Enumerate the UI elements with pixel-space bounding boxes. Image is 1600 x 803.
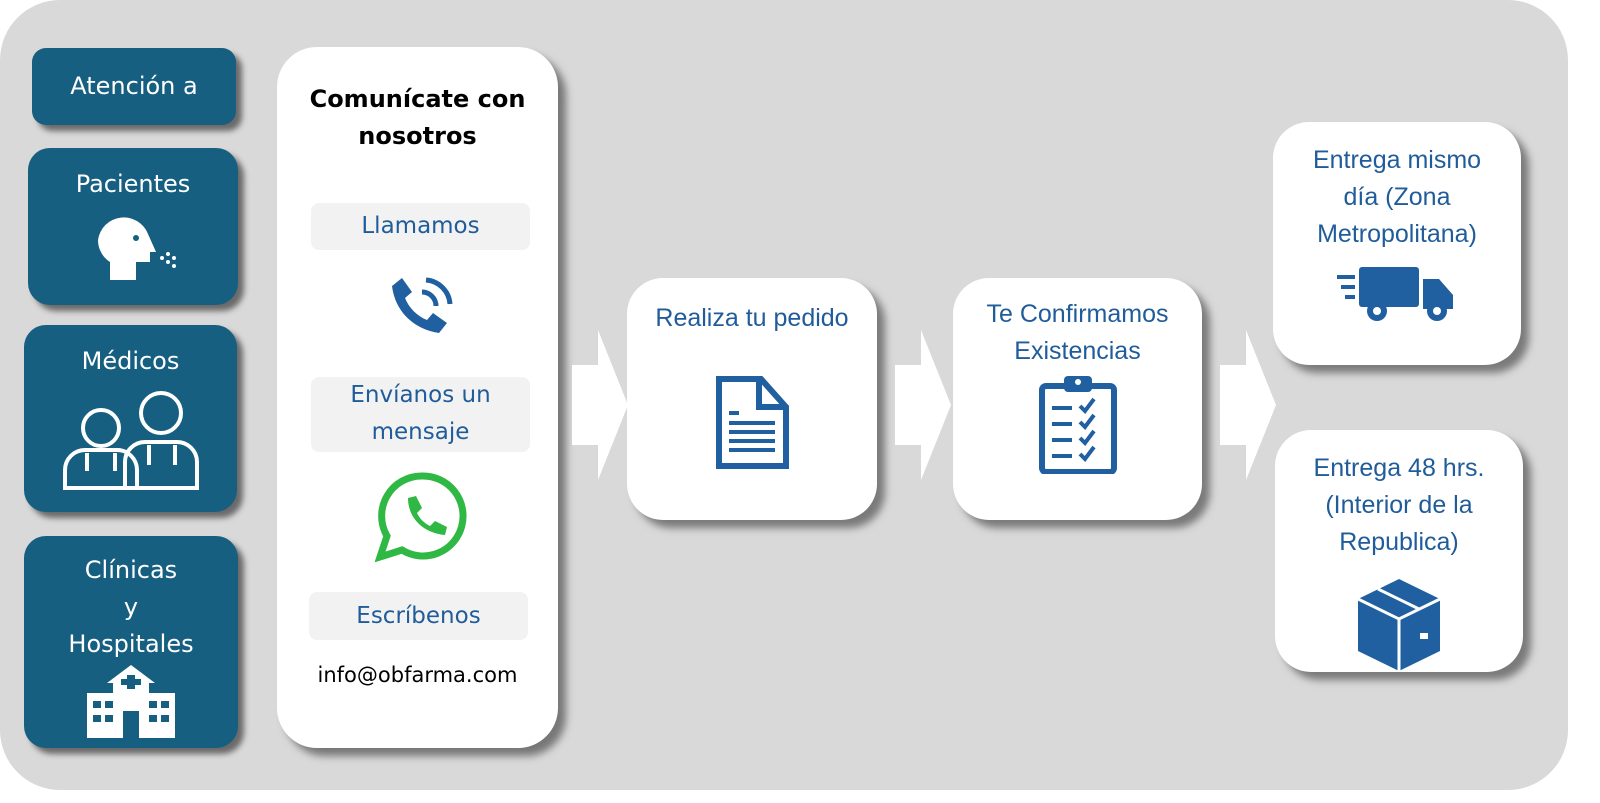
step-confirm-label: Te Confirmamos Existencias xyxy=(986,300,1169,365)
delivery-truck-icon xyxy=(1337,267,1453,321)
audience-title: Atención a xyxy=(70,72,198,100)
audience-clinics: Clínicas y Hospitales xyxy=(24,536,238,748)
delivery-same-day-label: Entrega mismo día (Zona Metropolitana) xyxy=(1312,146,1482,248)
step-order: Realiza tu pedido xyxy=(627,278,877,520)
package-box-icon xyxy=(1357,579,1441,671)
contact-title: Comunícate con nosotros xyxy=(309,85,526,150)
step-confirm: Te Confirmamos Existencias xyxy=(953,278,1202,520)
audience-patients: Pacientes xyxy=(28,148,238,305)
whatsapp-icon[interactable] xyxy=(375,470,470,565)
delivery-48h: Entrega 48 hrs. (Interior de la Republic… xyxy=(1275,430,1523,672)
phone-icon[interactable] xyxy=(382,272,457,347)
audience-doctors: Médicos xyxy=(24,325,237,512)
arrow-right-icon xyxy=(572,330,628,480)
message-option[interactable]: Envíanos un mensaje xyxy=(311,377,530,452)
patients-label: Pacientes xyxy=(75,170,191,198)
patient-breath-icon xyxy=(97,217,176,280)
arrow-right-icon xyxy=(1220,330,1276,480)
document-icon xyxy=(715,376,789,469)
clipboard-checklist-icon xyxy=(1038,376,1117,474)
doctors-icon xyxy=(62,391,199,490)
arrow-right-icon xyxy=(895,330,951,480)
audience-header: Atención a xyxy=(32,48,236,125)
write-option[interactable]: Escríbenos xyxy=(309,592,528,640)
delivery-48h-label: Entrega 48 hrs. (Interior de la Republic… xyxy=(1313,454,1485,556)
call-option[interactable]: Llamamos xyxy=(311,203,530,250)
hospital-icon xyxy=(87,665,175,738)
doctors-label: Médicos xyxy=(81,347,180,375)
contact-panel: Comunícate con nosotros Llamamos Envíano… xyxy=(277,47,558,748)
clinics-label: Clínicas y Hospitales xyxy=(68,556,194,658)
delivery-same-day: Entrega mismo día (Zona Metropolitana) xyxy=(1273,122,1521,365)
contact-email[interactable]: info@obfarma.com xyxy=(317,663,518,687)
step-order-label: Realiza tu pedido xyxy=(655,304,849,332)
